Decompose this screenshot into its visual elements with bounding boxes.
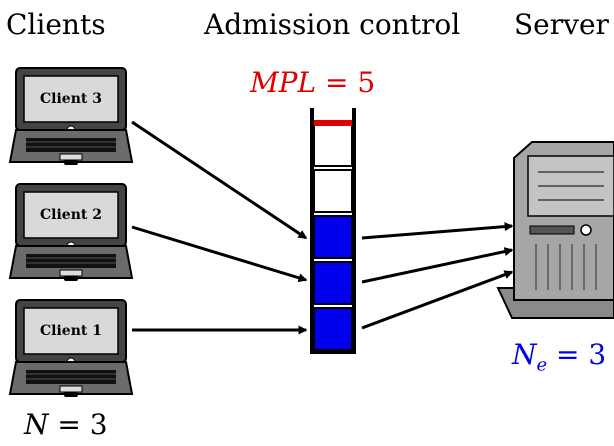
server-count-value: 3 [588, 338, 607, 371]
server-tower [496, 141, 614, 319]
client-3-label: Client 3 [40, 91, 102, 107]
arrow-client-3-to-queue [131, 120, 308, 240]
client-1-label: Client 1 [40, 323, 102, 339]
server-count-symbol: N [512, 338, 537, 371]
queue-slot-empty [313, 123, 353, 167]
admission-control-heading: Admission control [204, 8, 461, 41]
mpl-label: MPL = 5 [250, 66, 376, 99]
client-count-value: 3 [89, 408, 108, 441]
server-count-label: Ne = 3 [512, 338, 607, 376]
mpl-limit-marker [314, 120, 352, 126]
mpl-value: 5 [357, 66, 376, 99]
server-count-subscript: e [536, 354, 548, 376]
client-1-laptop: Client 1 [8, 299, 134, 397]
queue-slot-filled [313, 307, 353, 351]
client-count-label: N = 3 [24, 408, 108, 441]
client-count-symbol: N [24, 408, 49, 441]
client-2-label: Client 2 [40, 207, 102, 223]
queue-walls [310, 108, 356, 354]
arrow-client-2-to-queue [131, 225, 308, 283]
clients-heading: Clients [6, 8, 106, 41]
client-2-laptop: Client 2 [8, 183, 134, 281]
client-3-laptop: Client 3 [8, 67, 134, 165]
queue-slot-filled [313, 261, 353, 305]
arrow-queue-to-server-3 [361, 270, 514, 330]
server-heading: Server [514, 8, 609, 41]
arrow-queue-to-server-1 [361, 222, 514, 240]
queue-slot-empty [313, 169, 353, 213]
arrow-queue-to-server-2 [361, 247, 514, 284]
queue-slot-filled [313, 215, 353, 259]
mpl-symbol: MPL [250, 66, 317, 99]
admission-queue [310, 108, 356, 354]
